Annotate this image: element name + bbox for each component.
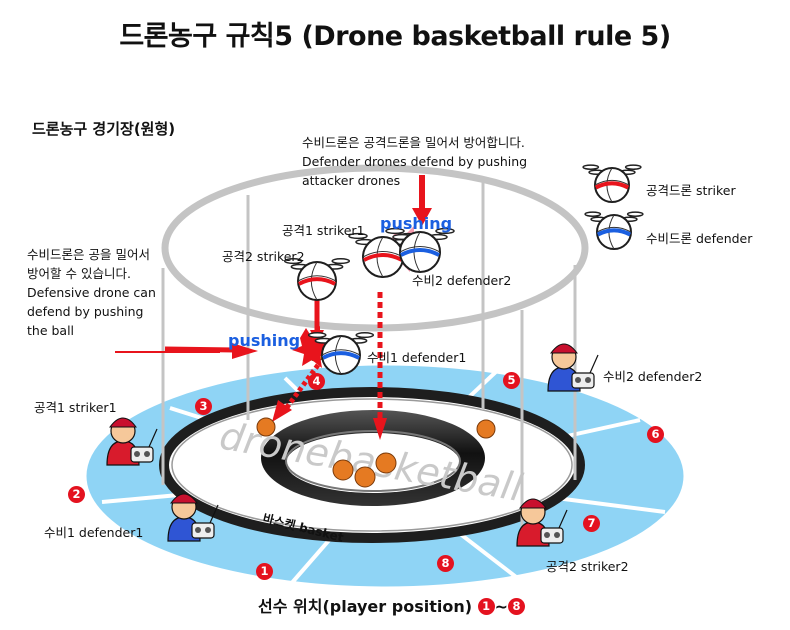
position-badge-3: 3 [195, 398, 212, 415]
ball-trajectories [115, 175, 432, 440]
player-label-striker2: 공격2 striker2 [546, 559, 629, 574]
legend-drone-striker [582, 164, 642, 203]
pushing-label-lower: pushing [228, 331, 301, 350]
drone-label-defender1: 수비1 defender1 [367, 350, 467, 365]
drone-label-striker2: 공격2 striker2 [222, 249, 305, 264]
drones [283, 164, 644, 375]
stadium-label: 드론농구 경기장(원형) [32, 120, 176, 138]
players [106, 343, 599, 547]
drone-label-striker1: 공격1 striker1 [282, 223, 365, 238]
player-label-striker1: 공격1 striker1 [34, 400, 117, 415]
position-badge-7: 7 [583, 515, 600, 532]
position-range-sep: ~ [494, 597, 509, 616]
legend-striker: 공격드론 striker [646, 183, 736, 198]
upper-ring [161, 164, 589, 332]
legend-drone-defender [584, 211, 644, 250]
position-badge-4: 4 [308, 373, 325, 390]
basket [261, 410, 485, 506]
position-badge-8: 8 [437, 555, 454, 572]
player-defender1 [167, 493, 219, 542]
drone-striker2 [283, 258, 351, 301]
position-badge-6: 6 [647, 426, 664, 443]
player-label-defender1: 수비1 defender1 [44, 525, 144, 540]
page-title: 드론농구 규칙5 (Drone basketball rule 5) [119, 21, 671, 52]
player-label-defender2: 수비2 defender2 [603, 369, 703, 384]
note-defend-ball: 수비드론은 공을 밀어서 방어할 수 있습니다. Defensive drone… [27, 247, 156, 338]
position-badge-5: 5 [503, 372, 520, 389]
drone-defender2 [385, 227, 455, 273]
note-defend-drones: 수비드론은 공격드론을 밀어서 방어합니다. Defender drones d… [302, 135, 528, 188]
drone-defender1 [307, 332, 375, 375]
player-striker1 [106, 417, 158, 466]
player-striker2 [516, 498, 568, 547]
player-position-label: 선수 위치(player position) [258, 597, 473, 616]
pushing-label-upper: pushing [380, 214, 453, 233]
position-range-end: 8 [508, 598, 526, 615]
position-badge-1: 1 [256, 563, 273, 580]
position-badge-2: 2 [68, 486, 85, 503]
drone-label-defender2: 수비2 defender2 [412, 273, 512, 288]
legend-defender: 수비드론 defender [646, 231, 753, 246]
collision-burst [292, 326, 334, 368]
position-range-start: 1 [477, 598, 495, 615]
player-position-caption: 선수 위치(player position) 1~8 [258, 593, 526, 617]
player-defender2 [547, 343, 599, 392]
